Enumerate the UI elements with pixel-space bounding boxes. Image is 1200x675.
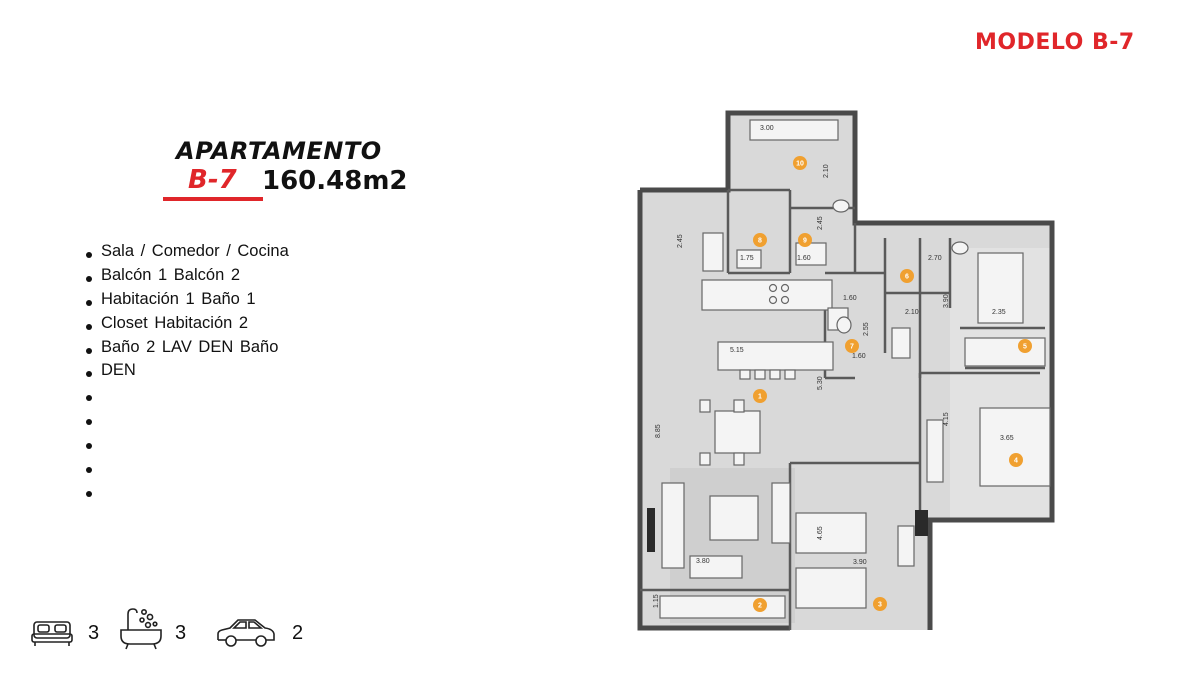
room-marker-label: 6 bbox=[905, 274, 909, 281]
room-marker bbox=[753, 233, 767, 247]
dimension-label: 3.00 bbox=[760, 125, 774, 132]
dimension-label: 2.10 bbox=[823, 164, 830, 178]
feature-item: Habitación 1 Baño 1 bbox=[86, 288, 316, 312]
room-marker bbox=[753, 598, 767, 612]
dimension-label: 3.65 bbox=[1000, 435, 1014, 442]
dimension-label: 1.75 bbox=[740, 255, 754, 262]
feature-item: Closet Habitación 2 bbox=[86, 312, 316, 336]
room-markers: 1 2 3 4 5 6 7 8 9 10 bbox=[753, 156, 1032, 612]
room-marker bbox=[900, 269, 914, 283]
feature-item: Balcón 1 Balcón 2 bbox=[86, 264, 316, 288]
dimension-label: 2.10 bbox=[905, 309, 919, 316]
room-marker bbox=[1018, 339, 1032, 353]
windows bbox=[638, 248, 932, 563]
room-marker bbox=[798, 233, 812, 247]
dimension-label: 1.60 bbox=[843, 295, 857, 302]
apartment-code: B-7 bbox=[188, 165, 237, 195]
room-marker-label: 9 bbox=[803, 238, 807, 245]
dimension-label: 2.70 bbox=[928, 255, 942, 262]
feature-item bbox=[86, 383, 316, 407]
room-marker-label: 7 bbox=[850, 344, 854, 351]
room-marker-label: 1 bbox=[758, 394, 762, 401]
dimension-label: 4.65 bbox=[817, 526, 824, 540]
dimension-label: 2.55 bbox=[863, 322, 870, 336]
room-marker-label: 8 bbox=[758, 238, 762, 245]
bathroom-count: 3 bbox=[175, 622, 187, 644]
column bbox=[915, 510, 928, 536]
bedroom-count: 3 bbox=[88, 622, 100, 644]
room-marker bbox=[753, 389, 767, 403]
room-marker-label: 5 bbox=[1023, 344, 1027, 351]
dimension-label: 5.15 bbox=[730, 347, 744, 354]
dimension-label: 5.30 bbox=[817, 376, 824, 390]
car-icon bbox=[217, 619, 275, 647]
room-marker bbox=[793, 156, 807, 170]
room-marker-label: 2 bbox=[758, 603, 762, 610]
room-marker-label: 3 bbox=[878, 602, 882, 609]
apartment-heading: APARTAMENTO bbox=[176, 137, 382, 165]
room-marker bbox=[845, 339, 859, 353]
dimension-label: 2.35 bbox=[992, 309, 1006, 316]
room-marker-label: 10 bbox=[796, 161, 804, 168]
bed-icon bbox=[31, 621, 73, 646]
feature-item: DEN bbox=[86, 359, 316, 383]
bathtub-icon bbox=[120, 608, 162, 650]
room-marker-label: 4 bbox=[1014, 458, 1018, 465]
dimension-label: 3.80 bbox=[696, 558, 710, 565]
feature-item bbox=[86, 455, 316, 479]
furniture bbox=[659, 119, 1051, 619]
apartment-area: 160.48m2 bbox=[262, 166, 408, 196]
column bbox=[647, 508, 655, 552]
model-title: MODELO B-7 bbox=[975, 30, 1135, 55]
dimension-label: 2.45 bbox=[817, 216, 824, 230]
dimension-label: 1.60 bbox=[852, 353, 866, 360]
feature-list: Sala / Comedor / Cocina Balcón 1 Balcón … bbox=[86, 240, 316, 503]
room-marker bbox=[873, 597, 887, 611]
parking-count: 2 bbox=[292, 622, 304, 644]
amenities-bar: 3 3 2 bbox=[30, 608, 330, 656]
dimension-label: 1.15 bbox=[653, 594, 660, 608]
feature-item bbox=[86, 407, 316, 431]
feature-item bbox=[86, 431, 316, 455]
room-marker bbox=[1009, 453, 1023, 467]
feature-item bbox=[86, 479, 316, 503]
dimension-label: 2.45 bbox=[677, 234, 684, 248]
dimension-label: 8.85 bbox=[655, 424, 662, 438]
apartment-code-underline bbox=[163, 197, 263, 201]
floor-plan: 3.00 2.10 2.45 2.45 1.75 1.60 2.70 3.90 … bbox=[637, 110, 1055, 631]
dimension-label: 3.90 bbox=[853, 559, 867, 566]
dimension-labels: 3.00 2.10 2.45 2.45 1.75 1.60 2.70 3.90 … bbox=[653, 125, 1014, 608]
dimension-label: 4.15 bbox=[943, 412, 950, 426]
dimension-label: 3.90 bbox=[943, 294, 950, 308]
dimension-label: 1.60 bbox=[797, 255, 811, 262]
feature-item: Baño 2 LAV DEN Baño bbox=[86, 336, 316, 360]
feature-item: Sala / Comedor / Cocina bbox=[86, 240, 316, 264]
